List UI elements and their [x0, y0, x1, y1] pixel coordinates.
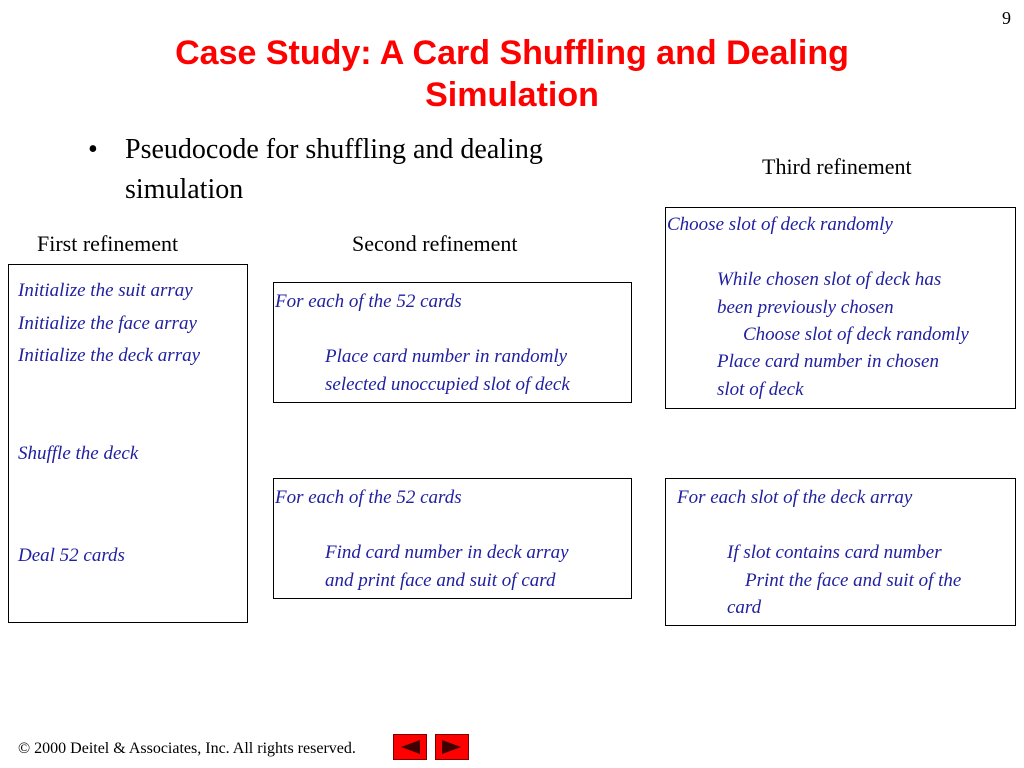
- pseudocode-line: For each of the 52 cards: [275, 487, 462, 508]
- bullet-glyph: •: [88, 134, 98, 165]
- next-slide-button[interactable]: [435, 734, 469, 760]
- copyright-symbol: ©: [18, 740, 31, 757]
- second-refinement-shuffle-box: For each of the 52 cards Place card numb…: [273, 282, 632, 403]
- second-refinement-deal-box: For each of the 52 cards Find card numbe…: [273, 478, 632, 599]
- bullet-point: • Pseudocode for shuffling and dealing s…: [88, 130, 668, 210]
- pseudocode-line: While chosen slot of deck has: [717, 269, 942, 290]
- pseudocode-line: Place card number in chosen: [717, 351, 939, 372]
- pseudocode-line: Choose slot of deck randomly: [743, 324, 969, 345]
- pseudocode-line: For each slot of the deck array: [677, 487, 913, 508]
- pseudocode-line: slot of deck: [717, 379, 804, 400]
- previous-arrow-icon: [401, 740, 420, 754]
- pseudocode-line: For each of the 52 cards: [275, 291, 462, 312]
- pseudocode-line: selected unoccupied slot of deck: [325, 374, 570, 395]
- pseudocode-line: Initialize the deck array: [18, 345, 201, 366]
- pseudocode-line: Deal 52 cards: [18, 545, 125, 566]
- slide-title-line-1: Case Study: A Card Shuffling and Dealing: [175, 34, 849, 72]
- pseudocode-line: Choose slot of deck randomly: [667, 214, 893, 235]
- page-number: 9: [1002, 8, 1011, 28]
- pseudocode-line: Place card number in randomly: [325, 346, 568, 367]
- third-refinement-shuffle-box: Choose slot of deck randomly While chose…: [665, 207, 1016, 409]
- third-refinement-deal-box: For each slot of the deck array If slot …: [665, 478, 1016, 626]
- bullet-line-1: Pseudocode for shuffling and dealing: [125, 134, 543, 165]
- second-refinement-heading: Second refinement: [352, 231, 518, 256]
- pseudocode-line: card: [727, 597, 762, 618]
- first-refinement-heading: First refinement: [37, 231, 179, 256]
- pseudocode-line: Print the face and suit of the: [745, 570, 962, 591]
- slide-title-line-2: Simulation: [425, 76, 599, 114]
- copyright-text: 2000 Deitel & Associates, Inc. All right…: [34, 740, 356, 757]
- pseudocode-line: and print face and suit of card: [325, 570, 556, 591]
- first-refinement-box: Initialize the suit array Initialize the…: [8, 264, 248, 623]
- third-refinement-heading: Third refinement: [762, 154, 912, 179]
- previous-slide-button[interactable]: [393, 734, 427, 760]
- pseudocode-line: been previously chosen: [717, 297, 894, 318]
- slide-title: Case Study: A Card Shuffling and Dealing…: [0, 32, 1024, 116]
- copyright-footer: © 2000 Deitel & Associates, Inc. All rig…: [18, 740, 356, 758]
- pseudocode-line: Initialize the face array: [18, 313, 197, 334]
- next-arrow-icon: [442, 740, 461, 754]
- pseudocode-line: If slot contains card number: [727, 542, 942, 563]
- pseudocode-line: Find card number in deck array: [325, 542, 569, 563]
- bullet-line-2: simulation: [125, 174, 244, 205]
- pseudocode-line: Initialize the suit array: [18, 280, 193, 301]
- pseudocode-line: Shuffle the deck: [18, 443, 139, 464]
